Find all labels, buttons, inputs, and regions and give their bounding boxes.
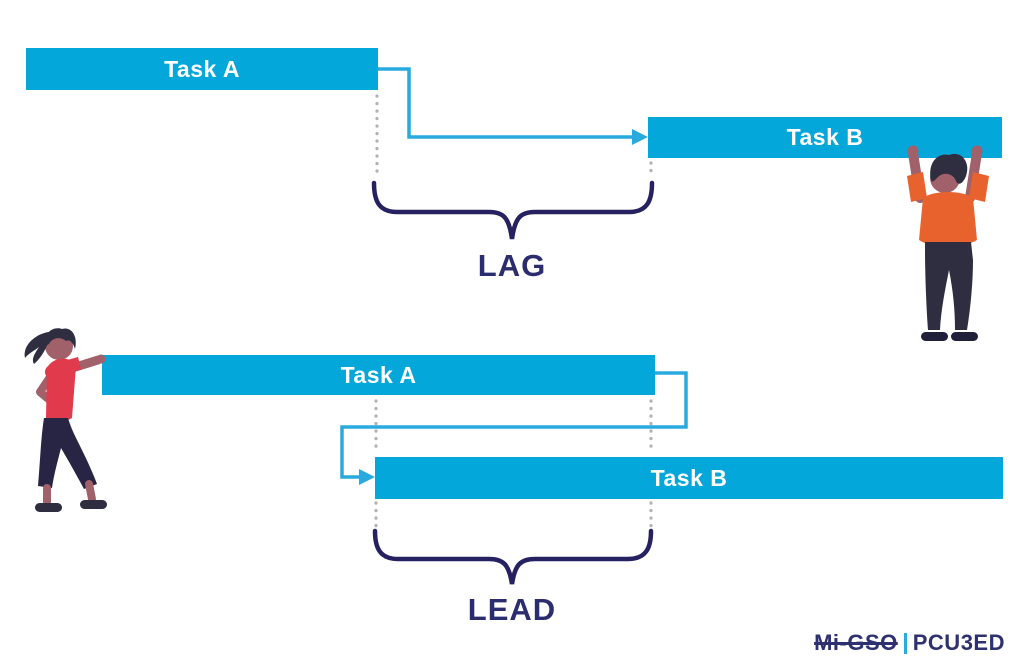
man-shirt (907, 172, 989, 248)
woman-ankles (43, 480, 96, 506)
lead-task-a-bar: Task A (102, 355, 655, 395)
woman-hair (24, 328, 76, 364)
lag-task-a-bar: Task A (26, 48, 378, 90)
lag-brace (371, 180, 655, 240)
lag-label: LAG (477, 248, 547, 283)
woman-pants (38, 418, 97, 489)
lead-label: LEAD (467, 592, 557, 627)
lead-task-b-label: Task B (650, 464, 728, 491)
logo-migso: Mi-GSO (814, 630, 898, 655)
man-figure-illustration (907, 145, 989, 341)
arrowhead-icon (359, 469, 375, 485)
lead-brace (372, 528, 654, 585)
lag-task-b-bar: Task B (648, 117, 1002, 158)
man-hair (930, 153, 968, 184)
man-pants (925, 242, 973, 330)
woman-shirt (45, 357, 81, 423)
lag-dependency-arrow (378, 67, 648, 145)
logo-pcubed: PCU3ED (912, 630, 1005, 655)
arrowhead-icon (632, 129, 648, 145)
lead-task-a-label: Task A (340, 361, 417, 388)
lag-task-a-label: Task A (164, 55, 240, 82)
woman-figure-illustration (24, 328, 107, 512)
lead-task-b-bar: Task B (375, 457, 1003, 499)
logo-divider (903, 632, 907, 654)
lag-task-b-label: Task B (786, 124, 864, 150)
woman-shoes (35, 500, 107, 512)
man-shoes (921, 332, 978, 341)
brand-logo: Mi-GSO PCU3ED (814, 630, 1005, 656)
